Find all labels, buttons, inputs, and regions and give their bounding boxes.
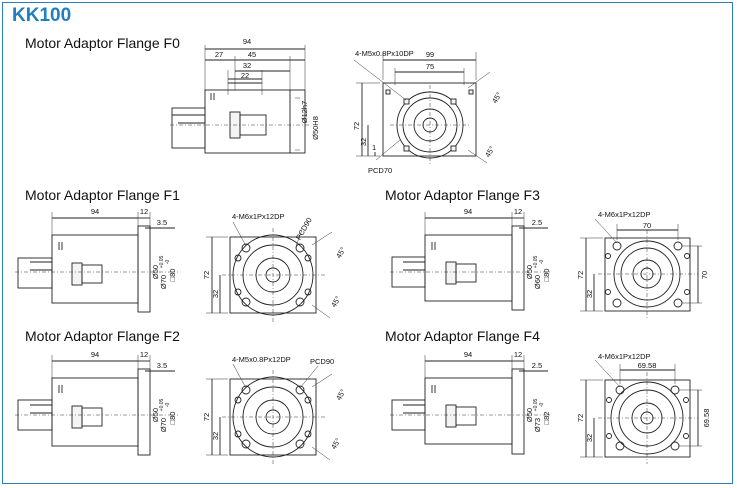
f4-front-view: 4-M6x1Px12DP 69.58 72 32 69.58 [576, 352, 711, 464]
f0-dim-94: 94 [243, 37, 251, 46]
f2-dim-tap: 4-M5x0.8Px12DP [232, 355, 291, 364]
f3-dim-72: 72 [576, 271, 585, 279]
f2-dim-pcd: PCD90 [310, 357, 334, 366]
f4-side-view: 94 12 2.5 Ø50 Ø73 +0.05 -0 □82 [390, 350, 551, 455]
f0-dim-angle-a: 45° [490, 91, 503, 105]
f1-dim-d70: Ø70 [159, 275, 168, 289]
f1-dim-12: 12 [140, 207, 148, 216]
heading-f4: Motor Adaptor Flange F4 [385, 328, 540, 344]
f3-dim-2-5: 2.5 [532, 218, 542, 227]
f4-dim-sq82: □82 [542, 412, 551, 425]
f3-dim-d50: Ø50 [525, 265, 534, 279]
f0-dim-72: 72 [352, 122, 361, 130]
f1-dim-tap: 4-M6x1Px12DP [232, 212, 285, 221]
f2-dim-d70: Ø70 [159, 418, 168, 432]
f3-dim-tol-down: -0 [539, 260, 545, 265]
f4-dim-94: 94 [464, 350, 472, 359]
f1-dim-3-5: 3.5 [157, 218, 167, 227]
heading-f3: Motor Adaptor Flange F3 [385, 187, 540, 203]
f2-dim-72: 72 [202, 413, 211, 421]
f0-front-view: 4-M5x0.8Px10DP 99 75 45° 72 32 1 45° PCD… [352, 49, 504, 175]
heading-f0: Motor Adaptor Flange F0 [25, 35, 180, 51]
f2-dim-94: 94 [91, 350, 99, 359]
f1-dim-tol-down: -0 [165, 260, 171, 265]
f0-dim-bore: Ø50H8 [311, 116, 320, 140]
f0-dim-45: 45 [248, 50, 256, 59]
f2-dim-sq80: □80 [168, 412, 177, 425]
drawing-frame [2, 2, 733, 484]
f2-dim-angle-b: 45° [329, 437, 342, 451]
f0-dim-1: 1 [372, 143, 376, 152]
f1-side-view: 94 12 3.5 Ø50 Ø70 +0.05 -0 □80 [15, 207, 178, 313]
f4-dim-69-58-top: 69.58 [638, 361, 657, 370]
f3-dim-sq80: □80 [542, 269, 551, 282]
heading-f1: Motor Adaptor Flange F1 [25, 187, 180, 203]
f1-dim-sq80: □80 [168, 269, 177, 282]
f2-front-view: 4-M5x0.8Px12DP PCD90 45° 72 32 45° [202, 355, 348, 464]
f0-dim-32: 32 [359, 138, 368, 146]
f4-dim-tol-up: +0.05 [533, 398, 539, 411]
heading-f2: Motor Adaptor Flange F2 [25, 328, 180, 344]
f2-dim-32: 32 [211, 432, 220, 440]
f4-dim-d50: Ø50 [525, 408, 534, 422]
f4-dim-12: 12 [514, 350, 522, 359]
f3-side-view: 94 12 2.5 Ø50 Ø60 +0.05 -0 □80 [390, 207, 551, 311]
f3-dim-tap: 4-M6x1Px12DP [598, 210, 651, 219]
f1-dim-72: 72 [202, 271, 211, 279]
f2-dim-12: 12 [140, 350, 148, 359]
f4-dim-2-5: 2.5 [532, 361, 542, 370]
f3-dim-32: 32 [585, 290, 594, 298]
f3-front-view: 4-M6x1Px12DP 70 72 32 70 [576, 210, 709, 318]
f0-dim-27: 27 [215, 50, 223, 59]
f2-dim-angle-a: 45° [334, 388, 347, 402]
f0-side-view: 94 27 45 32 22 Ø12h7 Ø50H8 [170, 37, 320, 154]
f1-front-view: 4-M6x1Px12DP PCD90 45° 72 32 45° [202, 212, 348, 322]
f0-dim-shaft: Ø12h7 [300, 101, 309, 124]
page-title: KK100 [12, 5, 72, 26]
f1-dim-94: 94 [91, 207, 99, 216]
f4-dim-32: 32 [585, 434, 594, 442]
f1-dim-angle-b: 45° [329, 295, 342, 309]
f3-dim-d60: Ø60 [533, 275, 542, 289]
f2-dim-tol-up: +0.05 [159, 398, 165, 411]
f0-dim-22: 22 [241, 71, 249, 80]
f1-dim-pcd: PCD90 [294, 216, 314, 241]
f2-side-view: 94 12 3.5 Ø50 Ø70 +0.05 -0 □80 [15, 350, 178, 456]
f4-dim-d73: Ø73 [533, 418, 542, 432]
f0-dim-32: 32 [243, 61, 251, 70]
f0-dim-angle-b: 45° [483, 145, 496, 159]
f4-dim-tol-down: -0 [539, 403, 545, 408]
f4-dim-tap: 4-M6x1Px12DP [598, 352, 651, 361]
f3-dim-12: 12 [514, 207, 522, 216]
f3-dim-tol-up: +0.05 [533, 255, 539, 268]
f0-dim-75: 75 [426, 62, 434, 71]
f4-dim-69-58-side: 69.58 [702, 409, 711, 428]
f0-dim-99: 99 [426, 50, 434, 59]
f1-dim-d50: Ø50 [151, 265, 160, 279]
f1-dim-angle-a: 45° [334, 246, 347, 260]
f3-dim-94: 94 [464, 207, 472, 216]
f3-dim-70-side: 70 [700, 271, 709, 279]
f1-dim-tol-up: +0.05 [159, 255, 165, 268]
f0-dim-tap: 4-M5x0.8Px10DP [355, 49, 414, 58]
f4-dim-72: 72 [576, 414, 585, 422]
f2-dim-tol-down: -0 [165, 403, 171, 408]
f0-dim-pcd: PCD70 [368, 166, 392, 175]
f2-dim-3-5: 3.5 [157, 361, 167, 370]
f1-dim-32: 32 [211, 290, 220, 298]
f3-dim-70-top: 70 [643, 221, 651, 230]
f2-dim-d50: Ø50 [151, 408, 160, 422]
